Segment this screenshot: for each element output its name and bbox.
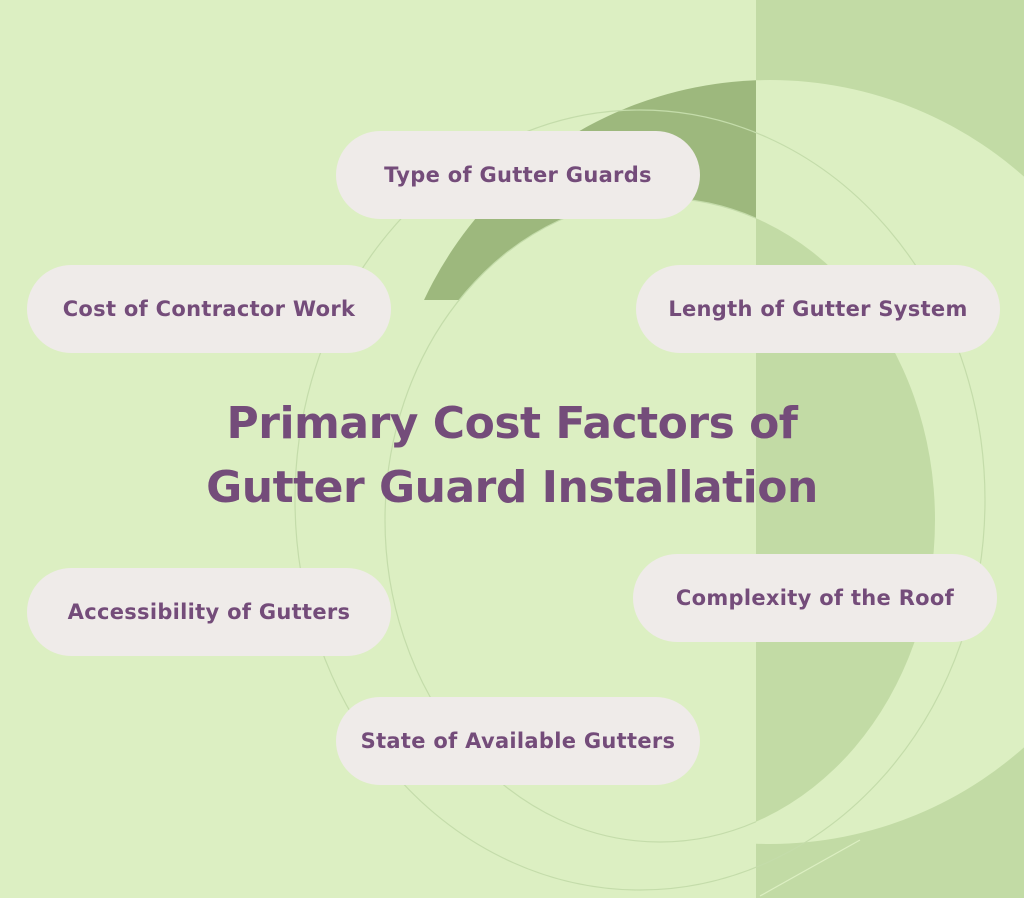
factor-label: Accessibility of Gutters: [67, 600, 351, 624]
factor-label: Type of Gutter Guards: [384, 163, 652, 187]
factor-label: Cost of Contractor Work: [62, 297, 356, 321]
factor-label: State of Available Gutters: [360, 729, 676, 753]
factor-type-of-gutter-guards: Type of Gutter Guards: [336, 131, 700, 219]
title-line-2: Gutter Guard Installation: [206, 462, 818, 513]
factor-label: Complexity of the Roof: [675, 586, 955, 610]
factor-length-of-gutter-system: Length of Gutter System: [636, 265, 1000, 353]
factor-state-of-available-gutters: State of Available Gutters: [336, 697, 700, 785]
page-title: Primary Cost Factors of Gutter Guard Ins…: [180, 392, 844, 520]
factor-complexity-of-the-roof: Complexity of the Roof: [633, 554, 997, 642]
title-line-1: Primary Cost Factors of: [226, 398, 798, 449]
factor-label: Length of Gutter System: [668, 297, 968, 321]
factor-accessibility-of-gutters: Accessibility of Gutters: [27, 568, 391, 656]
factor-cost-of-contractor-work: Cost of Contractor Work: [27, 265, 391, 353]
